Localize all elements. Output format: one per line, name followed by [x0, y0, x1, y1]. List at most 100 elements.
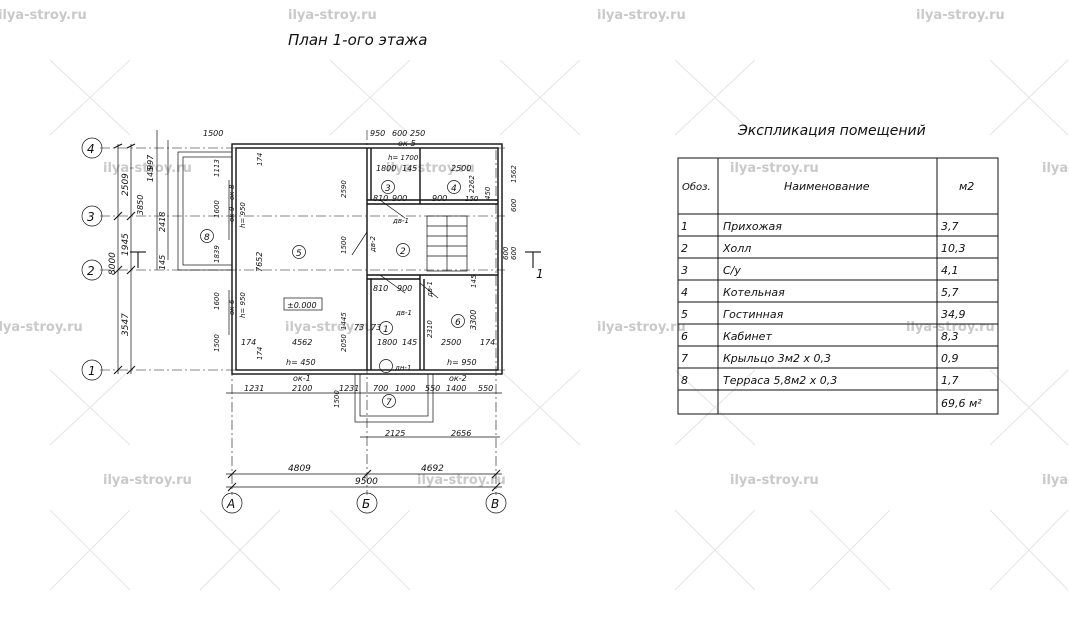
- window-label: ок-9: [228, 206, 236, 222]
- door-label: дв-1: [395, 309, 412, 317]
- dim-label: 4562: [292, 338, 312, 347]
- axis-lines: [100, 130, 505, 495]
- bottom-dimensions: 4809 4692 9500: [226, 392, 502, 492]
- level-mark-box: [283, 297, 323, 311]
- watermark-text: ilya-stroy.ru: [0, 320, 83, 335]
- dim-label: 1113: [213, 159, 221, 177]
- axis-label: А: [226, 497, 235, 511]
- dim-label: 1231: [339, 384, 359, 393]
- table-cell-id: 7: [681, 352, 688, 365]
- window-label: ок-2: [449, 374, 467, 383]
- room-number: 3: [385, 184, 391, 194]
- dim-label: 1500: [333, 390, 341, 408]
- watermark-text: ilya-stroy.ru: [730, 161, 819, 176]
- misc-dimensions: 1500 950 600 250 1800 145 2500 174 1562 …: [203, 129, 518, 438]
- dim-label: 1000: [395, 384, 415, 393]
- dim-label: 1945: [121, 233, 131, 256]
- dim-label: 145: [158, 255, 167, 270]
- window-label: ок-5: [398, 139, 416, 148]
- door-label: дв-2: [369, 236, 377, 253]
- room-number: 4: [451, 184, 457, 194]
- dim-label: 73: [371, 323, 381, 332]
- level-mark: ±0.000: [287, 301, 317, 310]
- h-label: h= 950: [239, 202, 247, 228]
- h-label: h= 950: [239, 292, 247, 318]
- dim-label: 2125: [385, 429, 405, 438]
- explication-title: Экспликация помещений: [737, 123, 926, 139]
- dim-label: 1500: [340, 236, 348, 254]
- table-cell-area: 8,3: [941, 330, 959, 343]
- table-cell-id: 5: [681, 308, 688, 321]
- table-cell-id: 8: [681, 374, 688, 387]
- dim-label: 4692: [421, 464, 444, 474]
- dim-label: 3547: [121, 313, 131, 336]
- dim-label: 550: [478, 384, 493, 393]
- dim-label: 150: [465, 195, 479, 203]
- table-cell-name: Котельная: [723, 286, 785, 299]
- window-label: ок-8: [228, 184, 236, 200]
- section-label: 1: [536, 267, 544, 281]
- dim-label: 810: [373, 284, 388, 293]
- watermark-text: ilya-stroy.ru: [386, 161, 475, 176]
- room-number: 2: [400, 247, 406, 257]
- dim-label: 174: [480, 338, 495, 347]
- table-cell-area: 3,7: [941, 220, 959, 233]
- dim-label: 450: [484, 186, 492, 200]
- room-number: 8: [204, 233, 210, 243]
- dim-label: 2500: [441, 338, 461, 347]
- watermark-text: ilya-stroy.ru: [417, 473, 506, 488]
- table-header: м2: [959, 180, 974, 193]
- dim-label: 1800: [376, 164, 396, 173]
- watermark-text: ilya-stroy.ru: [916, 8, 1005, 23]
- dim-label: 2262: [468, 175, 476, 193]
- axis-label: В: [491, 497, 499, 511]
- table-cell-name: Терраса 5,8м2 х 0,3: [723, 374, 837, 387]
- watermark-text: ilya-stroy.ru: [730, 473, 819, 488]
- dim-label: 9500: [355, 477, 378, 487]
- axis-label: Б: [362, 497, 370, 511]
- dim-label: 174: [241, 338, 256, 347]
- room-number: 6: [455, 318, 461, 328]
- dim-label: 2100: [292, 384, 312, 393]
- table-cell-id: 6: [681, 330, 688, 343]
- table-header: Наименование: [784, 180, 870, 193]
- dim-label: 250: [410, 129, 425, 138]
- watermark-text: ilya-stroy.ru: [288, 8, 377, 23]
- h-label: h= 450: [286, 358, 316, 367]
- window-label: ок-1: [293, 374, 311, 383]
- plan-walls: [177, 143, 503, 423]
- table-cell-id: 1: [681, 220, 688, 233]
- dim-label: 4809: [288, 464, 311, 474]
- dim-label: 145: [470, 274, 478, 288]
- dim-label: 2500: [451, 164, 471, 173]
- section-mark: 1: [130, 251, 544, 281]
- watermark-text: ilya-stroy.ru: [103, 161, 192, 176]
- watermarks: ilya-stroy.ru ilya-stroy.ru ilya-stroy.r…: [0, 8, 1069, 488]
- dim-label: 600: [510, 198, 518, 212]
- dim-label: 2418: [158, 212, 167, 232]
- dim-label: 550: [425, 384, 440, 393]
- window-label: ок-6: [228, 299, 236, 315]
- table-cell-name: Прихожая: [723, 220, 782, 233]
- table-cell-area: 34,9: [941, 308, 966, 321]
- dim-label: 1231: [244, 384, 264, 393]
- explication-table: Обоз. Наименование м2 1 Прихожая 3,7 2 Х…: [677, 157, 999, 415]
- door-label: дн-1: [394, 364, 411, 372]
- dim-label: 600: [510, 246, 518, 260]
- dim-label: 145: [402, 164, 417, 173]
- dim-label: 1500: [203, 129, 223, 138]
- door-label: дв-1: [426, 281, 434, 298]
- dim-label: 600: [392, 129, 407, 138]
- axis-label: 1: [88, 364, 96, 378]
- watermark-text: ilya-stroy.ru: [597, 320, 686, 335]
- room-number: 5: [296, 249, 302, 259]
- dim-label: 2310: [426, 320, 434, 338]
- dim-label: 73: [354, 323, 364, 332]
- dim-label: 145: [402, 338, 417, 347]
- dim-label: 8000: [108, 252, 118, 275]
- table-cell-area: 4,1: [941, 264, 959, 277]
- room-markers: 1 2 3 4 5 6 7 8: [200, 180, 465, 408]
- dim-label: 950: [370, 129, 385, 138]
- dim-label: 1600: [213, 200, 221, 218]
